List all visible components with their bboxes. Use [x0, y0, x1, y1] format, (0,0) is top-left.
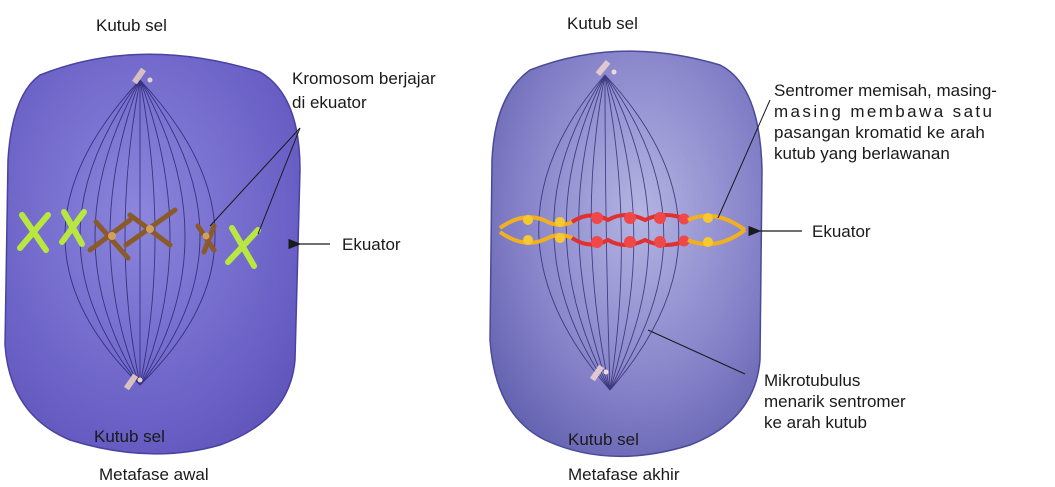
right-pole-top-label: Kutub sel [567, 13, 638, 34]
left-equator-label: Ekuator [342, 234, 401, 255]
left-cell [5, 54, 330, 454]
right-pole-bottom-label: Kutub sel [568, 429, 639, 450]
left-pole-bottom-label: Kutub sel [94, 426, 165, 447]
left-caption: Metafase awal [99, 464, 209, 485]
centromere-callout-line4: kutub yang berlawanan [774, 143, 1046, 164]
chromosome-callout-line2: di ekuator [292, 92, 367, 113]
right-caption: Metafase akhir [568, 464, 680, 485]
microtubule-callout-line3: ke arah kutub [764, 412, 1004, 433]
microtubule-callout-line2: menarik sentromer [764, 391, 1004, 412]
centromere-callout-line3: pasangan kromatid ke arah [774, 122, 1046, 143]
centromere-callout-line2: masing membawa satu [774, 101, 1046, 122]
centromere-callout-line1: Sentromer memisah, masing- [774, 80, 1046, 101]
chromosome-callout-line1: Kromosom berjajar [292, 68, 436, 89]
right-equator-label: Ekuator [812, 221, 871, 242]
right-cell [490, 51, 802, 456]
microtubule-callout-line1: Mikrotubulus [764, 370, 1004, 391]
left-pole-top-label: Kutub sel [96, 15, 167, 36]
right-cell-membrane [490, 51, 762, 456]
left-cell-membrane [5, 54, 300, 454]
microtubule-callout: Mikrotubulus menarik sentromer ke arah k… [764, 370, 1004, 433]
centromere-callout: Sentromer memisah, masing- masing membaw… [774, 80, 1046, 164]
